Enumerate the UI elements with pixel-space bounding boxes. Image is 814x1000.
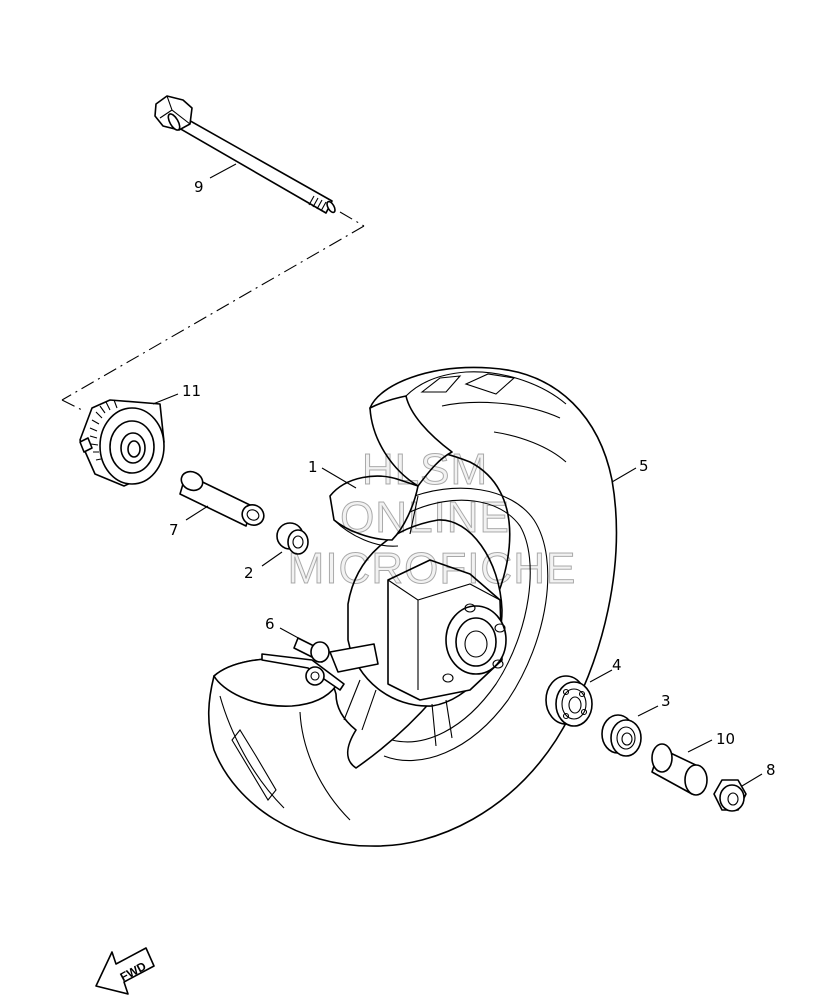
wheel-assembly[interactable] bbox=[207, 366, 618, 847]
bearing-large[interactable] bbox=[545, 675, 593, 727]
callout-7: 7 bbox=[169, 521, 179, 539]
oil-seal[interactable] bbox=[276, 522, 309, 555]
axle-bolt[interactable] bbox=[154, 95, 337, 214]
callout-1: 1 bbox=[308, 458, 318, 476]
callout-4: 4 bbox=[612, 656, 622, 674]
callout-2: 2 bbox=[244, 564, 254, 582]
watermark: HLSM ONLINE MICROFICHE bbox=[287, 445, 577, 594]
valve-clip[interactable] bbox=[261, 637, 379, 691]
gear-unit[interactable] bbox=[79, 399, 165, 487]
watermark-line-2: ONLINE bbox=[340, 493, 510, 542]
callout-6: 6 bbox=[265, 615, 275, 633]
watermark-line-3: MICROFICHE bbox=[288, 544, 577, 593]
watermark-line-1: HLSM bbox=[362, 445, 488, 494]
bearing-small[interactable] bbox=[601, 714, 642, 757]
callout-5: 5 bbox=[639, 457, 649, 475]
spacer-collar[interactable] bbox=[178, 468, 267, 529]
callout-11: 11 bbox=[182, 382, 201, 400]
callout-8: 8 bbox=[766, 761, 776, 779]
callout-10: 10 bbox=[716, 730, 735, 748]
axle-nut[interactable] bbox=[713, 779, 747, 812]
callout-3: 3 bbox=[661, 692, 671, 710]
callout-9: 9 bbox=[194, 178, 204, 196]
collar[interactable] bbox=[651, 743, 708, 796]
fwd-arrow-icon: FWD bbox=[95, 947, 155, 995]
